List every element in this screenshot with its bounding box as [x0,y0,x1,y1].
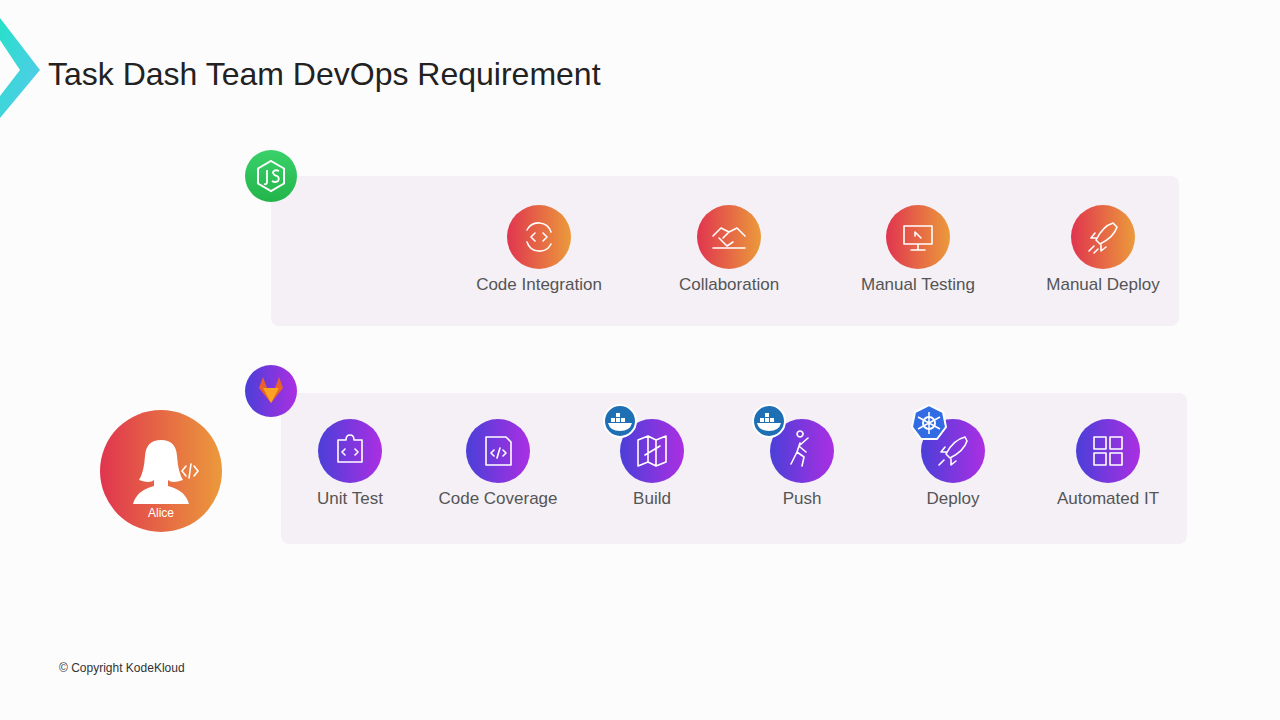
step-node: Push [766,419,838,509]
icon-circle [507,205,571,269]
node-label: Automated IT [1051,489,1166,509]
step-node: Manual Deploy [1040,205,1166,295]
corner-chevron [0,18,40,118]
node-label: Unit Test [311,489,389,509]
node-label: Collaboration [673,275,786,295]
kubernetes-badge [912,405,946,439]
docker-badge [753,405,785,437]
person-node: Alice [100,410,222,532]
page-title: Task Dash Team DevOps Requirement [48,56,601,93]
step-node: Unit Test [311,419,389,509]
node-label: Code Integration [470,275,608,295]
step-node: Code Coverage [432,419,564,509]
node-label: Push [766,489,838,509]
icon-circle [886,205,950,269]
icon-circle [1071,205,1135,269]
copyright-note: © Copyright KodeKloud [59,661,185,675]
step-node: Manual Testing [855,205,982,295]
node-label: Manual Deploy [1040,275,1166,295]
js-band [271,176,1179,326]
person-figure [133,440,189,504]
icon-circle [1076,419,1140,483]
step-node: Collaboration [673,205,786,295]
icon-circle [100,410,222,532]
nodejs-badge [245,150,297,202]
icon-circle [466,419,530,483]
node-label: Build [616,489,688,509]
step-node: Deploy [917,419,989,509]
gitlab-band [281,393,1187,544]
docker-badge [604,405,636,437]
step-node: Automated IT [1051,419,1166,509]
node-label: Code Coverage [432,489,564,509]
icon-circle [318,419,382,483]
node-label: Manual Testing [855,275,982,295]
step-node: Build [616,419,688,509]
node-label: Alice [100,506,222,520]
node-label: Deploy [917,489,989,509]
code-symbol [182,464,198,478]
icon-circle [697,205,761,269]
step-node: Code Integration [470,205,608,295]
gitlab-badge [245,365,297,417]
